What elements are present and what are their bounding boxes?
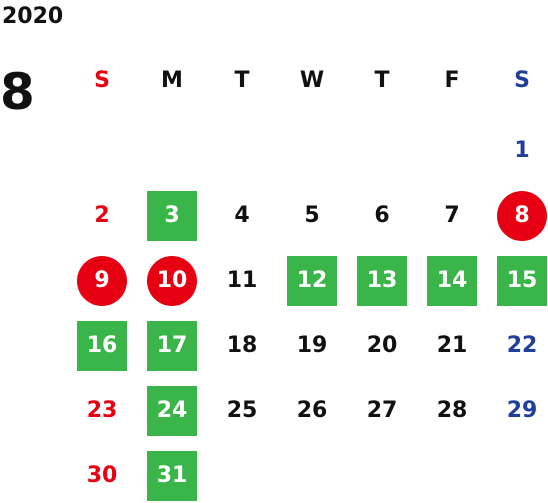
day-cell[interactable]: 15 bbox=[497, 256, 547, 306]
day-cell[interactable]: 13 bbox=[357, 256, 407, 306]
weekday-wednesday: W bbox=[299, 68, 325, 93]
day-cell[interactable]: 11 bbox=[226, 268, 258, 293]
day-cell[interactable]: 21 bbox=[436, 333, 468, 358]
day-cell[interactable]: 28 bbox=[436, 398, 468, 423]
day-cell[interactable]: 1 bbox=[514, 138, 530, 163]
weekday-tuesday: T bbox=[234, 68, 250, 93]
day-cell[interactable]: 17 bbox=[147, 321, 197, 371]
weekday-saturday: S bbox=[514, 68, 530, 93]
day-cell[interactable]: 19 bbox=[296, 333, 328, 358]
day-cell[interactable]: 14 bbox=[427, 256, 477, 306]
day-cell[interactable]: 3 bbox=[147, 191, 197, 241]
day-cell[interactable]: 12 bbox=[287, 256, 337, 306]
weekday-sunday: S bbox=[94, 68, 110, 93]
day-cell[interactable]: 10 bbox=[147, 256, 197, 306]
weekday-thursday: T bbox=[374, 68, 390, 93]
day-cell[interactable]: 5 bbox=[304, 203, 320, 228]
day-cell[interactable]: 4 bbox=[234, 203, 250, 228]
day-cell[interactable]: 6 bbox=[374, 203, 390, 228]
day-cell[interactable]: 18 bbox=[226, 333, 258, 358]
day-cell[interactable]: 20 bbox=[366, 333, 398, 358]
day-cell[interactable]: 30 bbox=[86, 463, 118, 488]
weekday-friday: F bbox=[444, 68, 460, 93]
day-cell[interactable]: 22 bbox=[506, 333, 538, 358]
day-cell[interactable]: 27 bbox=[366, 398, 398, 423]
day-cell[interactable]: 8 bbox=[497, 191, 547, 241]
day-cell[interactable]: 25 bbox=[226, 398, 258, 423]
day-cell[interactable]: 7 bbox=[444, 203, 460, 228]
day-cell[interactable]: 2 bbox=[94, 203, 110, 228]
day-cell[interactable]: 31 bbox=[147, 451, 197, 501]
weekday-monday: M bbox=[161, 68, 183, 93]
day-cell[interactable]: 16 bbox=[77, 321, 127, 371]
day-cell[interactable]: 26 bbox=[296, 398, 328, 423]
month-label: 8 bbox=[0, 63, 35, 121]
day-cell[interactable]: 9 bbox=[77, 256, 127, 306]
day-cell[interactable]: 24 bbox=[147, 386, 197, 436]
day-cell[interactable]: 29 bbox=[506, 398, 538, 423]
day-cell[interactable]: 23 bbox=[86, 398, 118, 423]
year-label: 2020 bbox=[2, 4, 64, 29]
